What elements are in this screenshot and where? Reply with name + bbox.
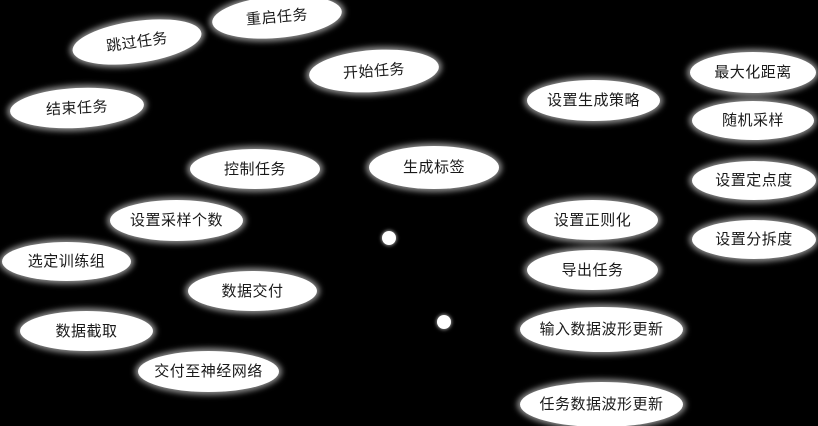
node-dot-lower[interactable] <box>437 315 451 329</box>
node-data-delivery[interactable]: 数据交付 <box>188 271 317 311</box>
node-end-task[interactable]: 结束任务 <box>9 84 145 132</box>
node-random-sampling[interactable]: 随机采样 <box>692 101 814 140</box>
node-label: 结束任务 <box>45 97 109 119</box>
node-set-generation-strategy[interactable]: 设置生成策略 <box>527 80 660 121</box>
node-set-split-degree[interactable]: 设置分拆度 <box>692 220 816 259</box>
node-set-sample-count[interactable]: 设置采样个数 <box>110 200 243 241</box>
node-label: 设置正则化 <box>553 211 632 229</box>
node-label: 输入数据波形更新 <box>539 321 664 338</box>
node-label: 交付至神经网络 <box>154 363 263 380</box>
node-set-regularization[interactable]: 设置正则化 <box>527 200 658 240</box>
node-select-training-group[interactable]: 选定训练组 <box>2 242 131 281</box>
node-deliver-to-neural-network[interactable]: 交付至神经网络 <box>138 351 279 392</box>
node-export-task[interactable]: 导出任务 <box>527 250 658 290</box>
node-input-data-waveform-update[interactable]: 输入数据波形更新 <box>520 307 683 352</box>
node-control-task[interactable]: 控制任务 <box>190 149 320 189</box>
node-label: 跳过任务 <box>105 29 169 55</box>
node-label: 设置分拆度 <box>715 231 793 248</box>
node-label: 控制任务 <box>223 160 286 178</box>
node-label: 设置定点度 <box>715 172 793 189</box>
node-label: 生成标签 <box>402 159 465 176</box>
node-label: 最大化距离 <box>714 64 792 81</box>
node-data-extraction[interactable]: 数据截取 <box>20 311 153 351</box>
node-label: 数据截取 <box>55 322 118 340</box>
node-label: 任务数据波形更新 <box>539 396 664 413</box>
node-task-data-waveform-update[interactable]: 任务数据波形更新 <box>520 382 683 426</box>
node-label: 选定训练组 <box>27 253 106 270</box>
node-label: 数据交付 <box>221 282 284 300</box>
node-label: 设置生成策略 <box>546 92 640 109</box>
node-restart-task[interactable]: 重启任务 <box>210 0 344 44</box>
node-skip-task[interactable]: 跳过任务 <box>69 12 205 72</box>
node-label: 随机采样 <box>721 112 784 129</box>
node-label: 设置采样个数 <box>129 212 223 229</box>
node-generate-label[interactable]: 生成标签 <box>369 146 499 189</box>
node-set-fixed-point-degree[interactable]: 设置定点度 <box>692 161 816 200</box>
node-maximize-distance[interactable]: 最大化距离 <box>690 52 816 93</box>
node-label: 导出任务 <box>561 261 624 279</box>
node-dot-upper[interactable] <box>382 231 396 245</box>
node-start-task[interactable]: 开始任务 <box>307 45 441 97</box>
node-label: 开始任务 <box>342 60 406 82</box>
node-label: 重启任务 <box>245 5 309 29</box>
